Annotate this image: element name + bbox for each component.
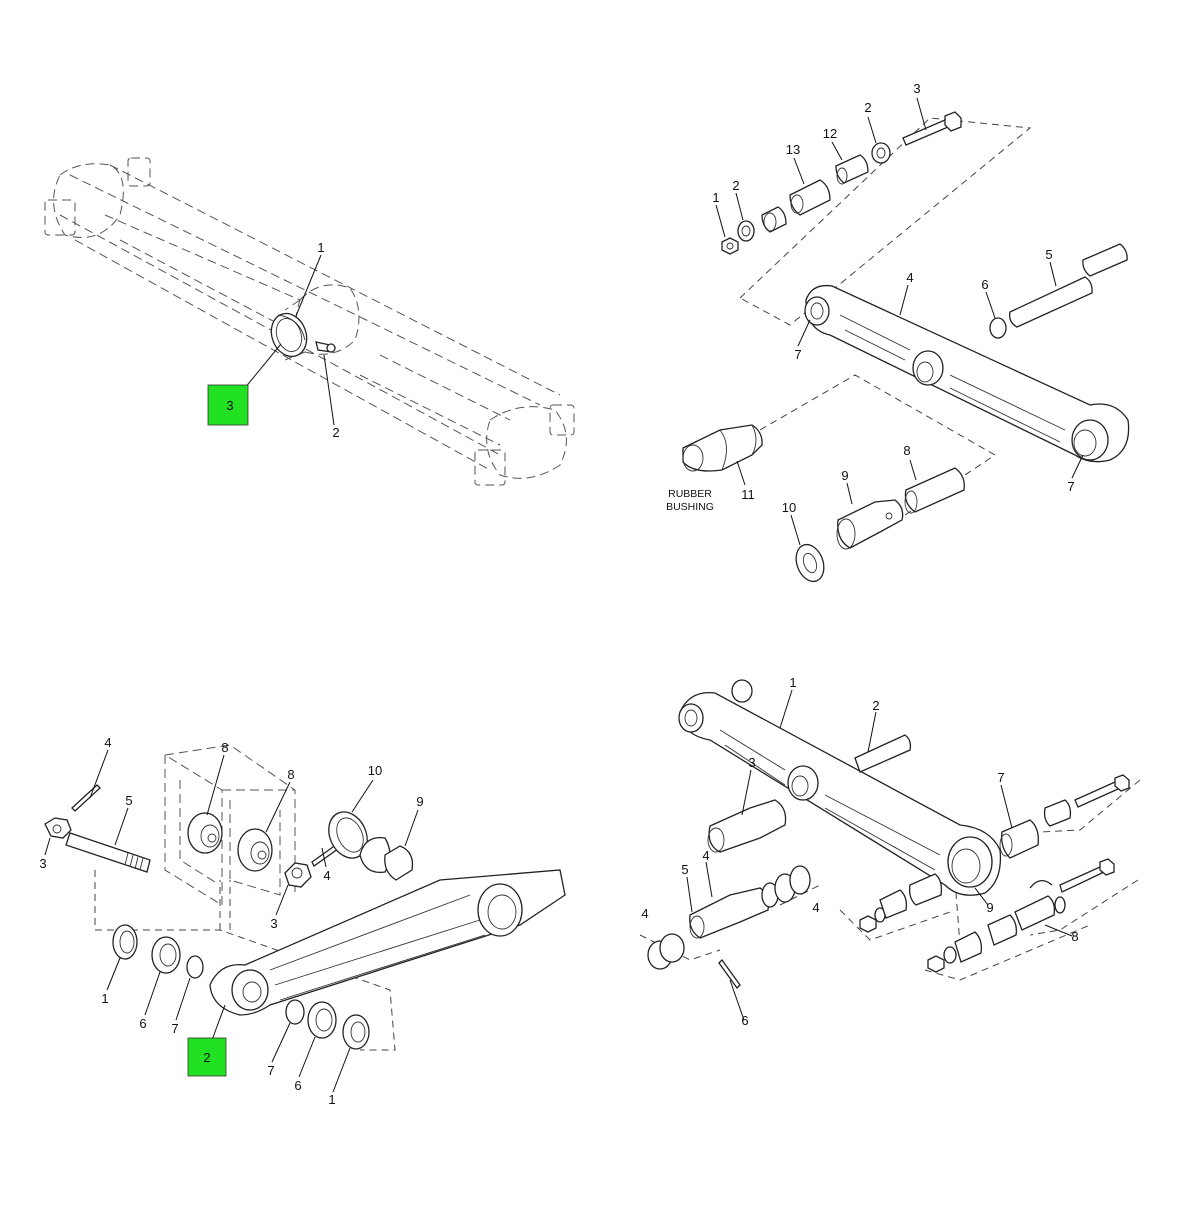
callout-12: 12 xyxy=(823,126,837,141)
hardware-group-part-8 xyxy=(927,880,1066,973)
callout-10: 10 xyxy=(782,500,796,515)
callout-7: 7 xyxy=(1067,479,1074,494)
washer-part-10 xyxy=(795,543,825,583)
phantom-torque-rod xyxy=(44,157,575,486)
callout-11: 11 xyxy=(741,487,755,502)
stud-part-12 xyxy=(835,154,869,184)
rubber-bushing-note-line1: RUBBER xyxy=(668,488,712,500)
phantom-bracket xyxy=(164,744,296,906)
callout-1: 1 xyxy=(317,240,324,255)
rubber-bushing-part-11 xyxy=(682,424,763,472)
arm-part-2 xyxy=(209,869,566,1016)
bottom-left-exploded-view: 4 5 3 8 8 4 3 10 9 1 6 7 7 6 1 2 xyxy=(39,735,566,1107)
callout-1: 1 xyxy=(328,1092,335,1107)
cotter-pin-part-4-left xyxy=(71,784,101,812)
nut-lower xyxy=(859,915,877,933)
callout-4: 4 xyxy=(104,735,111,750)
callout-8: 8 xyxy=(287,767,294,782)
callout-1: 1 xyxy=(712,190,719,205)
highlight-label: 2 xyxy=(203,1050,210,1065)
callout-2: 2 xyxy=(872,698,879,713)
highlight-label: 3 xyxy=(226,398,233,413)
callout-2: 2 xyxy=(732,178,739,193)
highlighted-callout[interactable]: 2 xyxy=(187,1037,227,1077)
callout-2: 2 xyxy=(864,100,871,115)
bottom-right-exploded-view: 1 2 3 4 4 4 5 6 7 8 9 xyxy=(639,675,1141,1028)
bushing-part-6 xyxy=(989,317,1007,339)
callout-7: 7 xyxy=(267,1063,274,1078)
callout-7: 7 xyxy=(794,347,801,362)
callout-1: 1 xyxy=(789,675,796,690)
washer-part-7-right xyxy=(285,999,305,1025)
washer-part-7-left xyxy=(186,955,204,979)
callout-4: 4 xyxy=(641,906,648,921)
sleeve-part-9 xyxy=(384,845,414,881)
bushing-part-9 xyxy=(836,499,904,550)
rubber-bushing-note-line2: BUSHING xyxy=(666,501,714,513)
callout-4: 4 xyxy=(323,868,330,883)
callout-4: 4 xyxy=(906,270,913,285)
pin-assembly-part-4 xyxy=(689,887,769,939)
top-right-exploded-view: 1 2 2 3 4 5 6 7 7 8 9 10 11 12 13 RUBBER… xyxy=(666,81,1130,583)
callout-8: 8 xyxy=(221,740,228,755)
callout-6: 6 xyxy=(294,1078,301,1093)
rod-part-1 xyxy=(678,679,1002,896)
callout-6: 6 xyxy=(981,277,988,292)
bolt-lower xyxy=(1059,866,1103,893)
callout-3: 3 xyxy=(270,916,277,931)
bolt-part-3 xyxy=(902,119,949,146)
callout-9: 9 xyxy=(841,468,848,483)
callout-10: 10 xyxy=(368,763,382,778)
callout-5: 5 xyxy=(681,862,688,877)
cup-part-1-right xyxy=(342,1014,370,1050)
bushing-part-8-left xyxy=(187,812,223,854)
callout-5: 5 xyxy=(1045,247,1052,262)
nut-part-1 xyxy=(721,237,739,255)
grease-fitting-part-2 xyxy=(315,341,336,353)
bolt-part-5 xyxy=(65,832,151,873)
callout-7: 7 xyxy=(171,1021,178,1036)
callout-3: 3 xyxy=(748,755,755,770)
pin-part-5 xyxy=(1009,243,1128,328)
callout-7: 7 xyxy=(997,770,1004,785)
rod-arm-part-4 xyxy=(804,284,1130,463)
callout-2: 2 xyxy=(332,425,339,440)
callout-5: 5 xyxy=(125,793,132,808)
shaft-part-2 xyxy=(854,734,912,773)
callout-9: 9 xyxy=(416,794,423,809)
callout-4: 4 xyxy=(812,900,819,915)
sleeve-part-13 xyxy=(789,179,831,216)
callout-8: 8 xyxy=(1071,929,1078,944)
bushing-part-9 xyxy=(908,873,943,906)
bushing-part-8-right xyxy=(237,828,273,872)
center-boss xyxy=(284,284,360,361)
highlighted-callout[interactable]: 3 xyxy=(207,384,249,426)
bushing-part-7 xyxy=(1001,819,1039,859)
callout-3: 3 xyxy=(913,81,920,96)
callout-4: 4 xyxy=(702,848,709,863)
callout-8: 8 xyxy=(903,443,910,458)
cotter-pin-part-6 xyxy=(718,958,741,990)
callout-13: 13 xyxy=(786,142,800,157)
bushing-part-3 xyxy=(707,799,787,853)
washer-part-2-right xyxy=(871,142,891,164)
callout-3: 3 xyxy=(39,856,46,871)
callout-9: 9 xyxy=(986,900,993,915)
stud-part xyxy=(1043,799,1072,827)
callout-1: 1 xyxy=(101,991,108,1006)
nut-part-3-right xyxy=(284,862,312,888)
nut-part-3-left xyxy=(44,817,72,839)
callout-6: 6 xyxy=(741,1013,748,1028)
hardware-stack xyxy=(721,111,962,255)
seal-part-10 xyxy=(328,811,368,859)
top-left-torque-rod-view: 1 2 3 xyxy=(44,157,575,486)
callout-6: 6 xyxy=(139,1016,146,1031)
washer-part-2-left xyxy=(737,220,755,242)
cup-part-1-left xyxy=(112,924,138,960)
